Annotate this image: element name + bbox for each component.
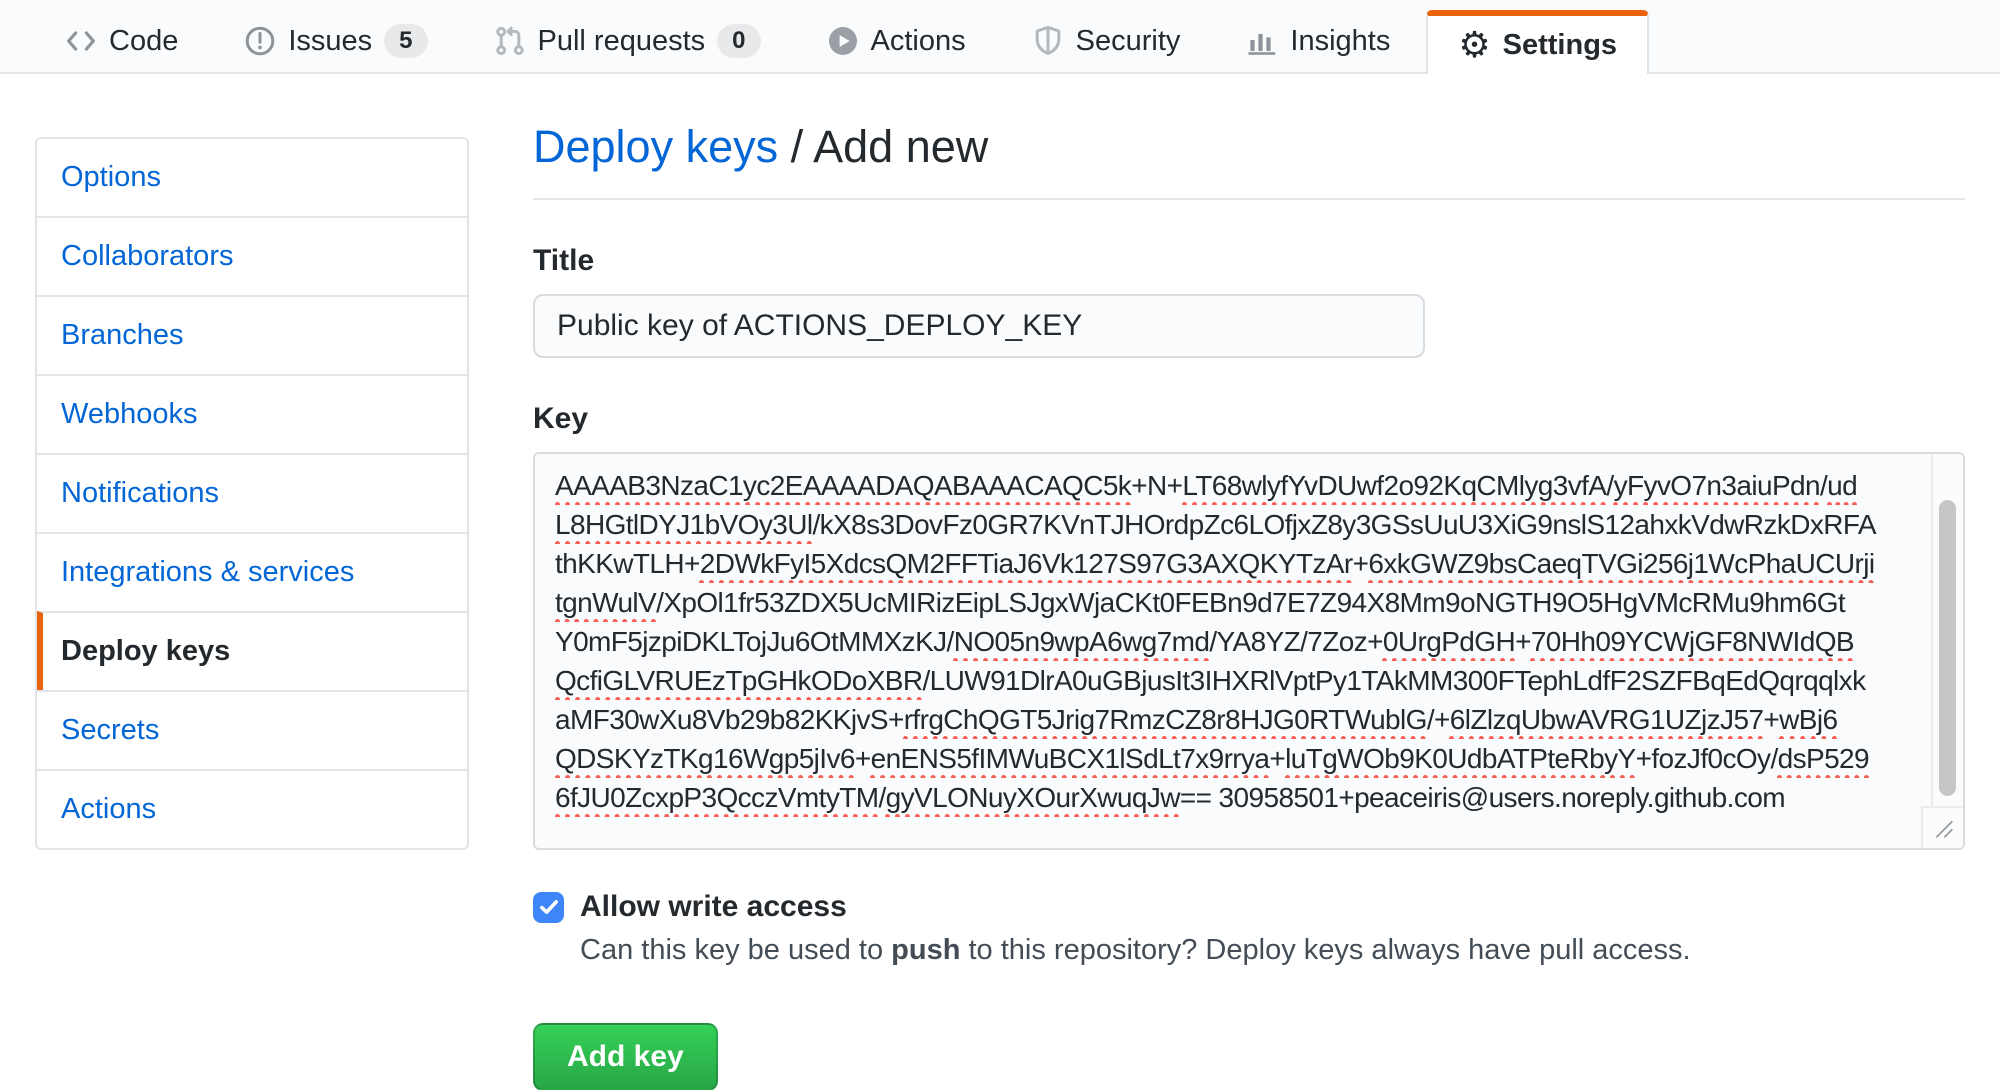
breadcrumb-current: Add new [813,121,989,172]
page-title: Deploy keys / Add new [533,118,1965,200]
deploy-keys-pane: Deploy keys / Add new Title Key AAAAB3Nz… [533,74,1965,1090]
textarea-resize-grip[interactable] [1921,806,1963,848]
play-icon [827,25,859,57]
tab-label: Insights [1290,24,1391,57]
key-field-label: Key [533,402,589,435]
sidebar-item-webhooks[interactable]: Webhooks [37,374,467,453]
tab-label: Security [1075,24,1181,57]
allow-write-access-label[interactable]: Allow write access [580,890,847,923]
breadcrumb-separator: / [778,121,814,172]
allow-write-checkbox[interactable] [533,891,564,923]
key-text-line: AAAAB3NzaC1yc2EAAAADAQABAAACAQC5k+N+LT68… [555,470,1858,501]
tab-pull-requests[interactable]: Pull requests 0 [464,10,791,72]
sidebar-item-integrations-services[interactable]: Integrations & services [37,532,467,611]
help-text-push: push [891,934,961,966]
key-textarea[interactable]: AAAAB3NzaC1yc2EAAAADAQABAAACAQC5k+N+LT68… [533,452,1965,850]
tab-label: Issues [288,24,373,57]
settings-sidebar: Options Collaborators Branches Webhooks … [35,137,469,850]
key-text-line: QcfiGLVRUEzTpGHkODoXBR/LUW91DlrA0uGBjusI… [555,665,1866,696]
tab-settings[interactable]: ⚙ Settings [1426,10,1650,74]
code-icon [65,25,97,57]
key-scrollbar-track[interactable] [1931,454,1963,806]
help-text-suffix: to this repository? Deploy keys always h… [960,934,1691,966]
key-text: AAAAB3NzaC1yc2EAAAADAQABAAACAQC5k+N+LT68… [535,454,1963,817]
sidebar-item-secrets[interactable]: Secrets [37,690,467,769]
git-pull-request-icon [494,25,526,57]
gear-icon: ⚙ [1458,24,1491,65]
key-scrollbar-thumb[interactable] [1939,500,1956,796]
key-text-line: L8HGtlDYJ1bVOy3Ul/kX8s3DovFz0GR7KVnTJHOr… [555,509,1877,540]
key-text-line: tgnWulV/XpOl1fr53ZDX5UcMIRizEipLSJgxWjaC… [555,587,1846,618]
sidebar-item-collaborators[interactable]: Collaborators [37,216,467,295]
key-text-line: thKKwTLH+2DWkFyI5XdcsQM2FFTiaJ6Vk127S97G… [555,548,1875,579]
allow-write-access-row: Allow write access [533,890,1965,924]
pull-requests-count-badge: 0 [717,23,761,59]
shield-icon [1032,25,1064,57]
tab-label: Actions [870,24,966,57]
settings-content: Options Collaborators Branches Webhooks … [0,74,2000,1090]
check-icon [539,900,558,914]
breadcrumb-deploy-keys-link[interactable]: Deploy keys [533,121,779,172]
add-key-button[interactable]: Add key [533,1023,718,1090]
repo-tab-bar: Code Issues 5 Pull requests 0 Actions [0,0,2000,74]
sidebar-item-options[interactable]: Options [61,161,161,193]
graph-icon [1246,25,1278,57]
help-text-prefix: Can this key be used to [580,934,892,966]
sidebar-item-deploy-keys[interactable]: Deploy keys [37,611,467,690]
key-text-line: Y0mF5jzpiDKLTojJu6OtMMXzKJ/NO05n9wpA6wg7… [555,626,1855,657]
sidebar-item-notifications[interactable]: Notifications [37,453,467,532]
sidebar-item-actions[interactable]: Actions [37,769,467,848]
issue-opened-icon [244,25,276,57]
allow-write-access-help: Can this key be used to push to this rep… [580,934,1965,967]
tab-label: Pull requests [537,24,706,57]
key-text-line: QDSKYzTKg16Wgp5jIv6+enENS5fIMWuBCX1lSdLt… [555,743,1870,774]
tab-issues[interactable]: Issues 5 [214,10,457,72]
tab-label: Settings [1502,28,1618,61]
title-input[interactable] [533,294,1425,358]
tab-security[interactable]: Security [1002,10,1211,72]
key-text-line: 6fJU0ZcxpP3QcczVmtyTM/gyVLONuyXOurXwuqJw… [555,782,1786,813]
title-field-label: Title [533,244,595,277]
issues-count-badge: 5 [384,23,428,59]
tab-insights[interactable]: Insights [1216,10,1420,72]
tab-code[interactable]: Code [35,10,208,72]
sidebar-item-branches[interactable]: Branches [37,295,467,374]
tab-label: Code [109,24,179,57]
tab-actions[interactable]: Actions [797,10,996,72]
key-text-line: aMF30wXu8Vb29b82KKjvS+rfrgChQGT5Jrig7Rmz… [555,704,1838,735]
